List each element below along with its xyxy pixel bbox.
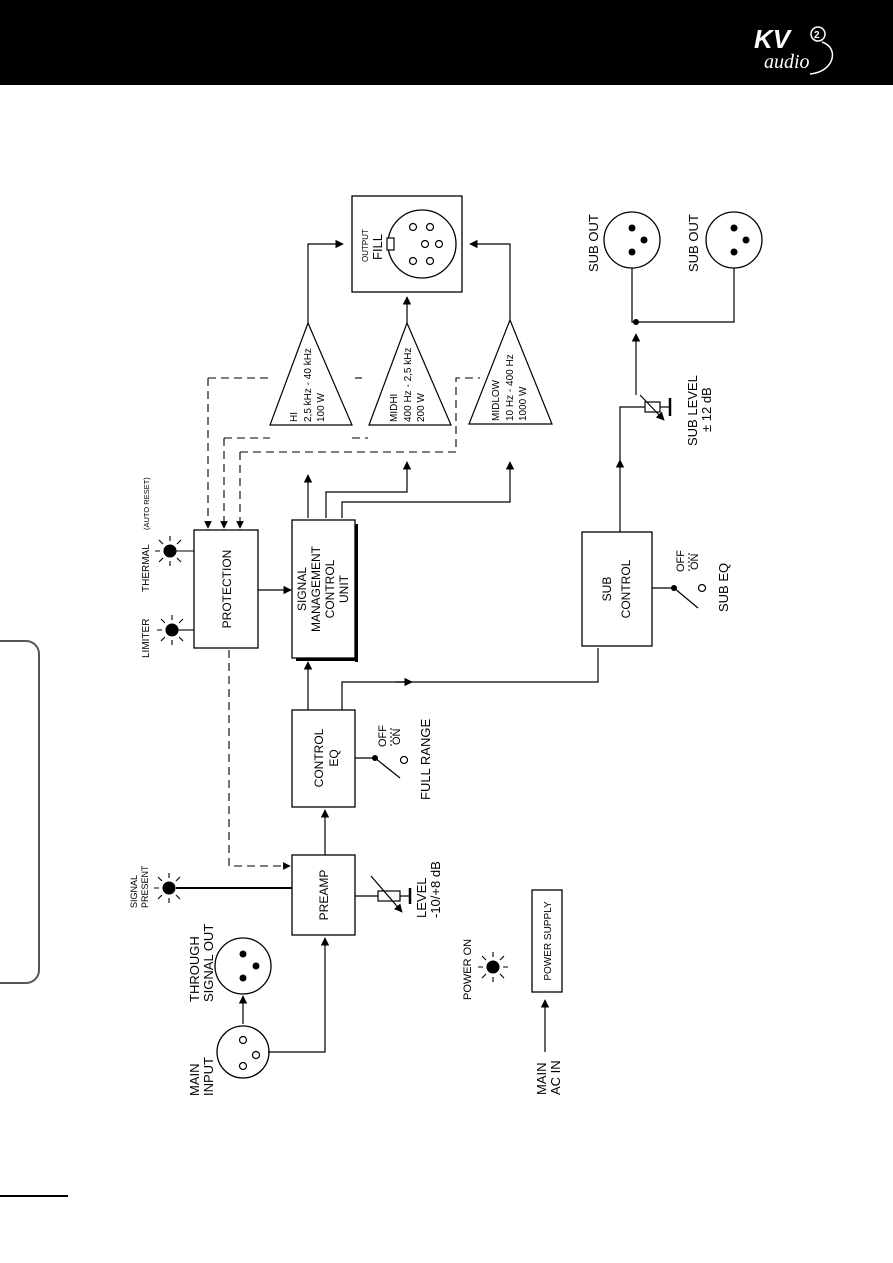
svg-text:MIDLOW: MIDLOW bbox=[491, 379, 502, 421]
kv2-audio-logo: KV 2 audio bbox=[754, 24, 834, 75]
svg-text:ON: ON bbox=[689, 553, 701, 570]
side-page-tab bbox=[0, 640, 40, 984]
preamp-block: PREAMP bbox=[291, 854, 356, 936]
svg-text:400 Hz - 2,5 kHz: 400 Hz - 2,5 kHz bbox=[403, 348, 414, 422]
svg-text:MAIN: MAIN bbox=[534, 1063, 549, 1096]
svg-text:SIGNAL OUT: SIGNAL OUT bbox=[201, 924, 216, 1002]
svg-text:POWER ON: POWER ON bbox=[462, 939, 474, 1000]
level-potentiometer bbox=[370, 875, 403, 913]
svg-text:POWER SUPPLY: POWER SUPPLY bbox=[543, 901, 554, 981]
svg-text:SUB LEVEL: SUB LEVEL bbox=[685, 375, 700, 446]
svg-text:MANAGEMENT: MANAGEMENT bbox=[309, 545, 323, 632]
svg-text:10 Hz - 400 Hz: 10 Hz - 400 Hz bbox=[505, 354, 516, 421]
connector-labels: MAIN INPUT THROUGH SIGNAL OUT SUB OUT SU… bbox=[187, 214, 701, 1096]
sub-out-connector-1 bbox=[603, 211, 661, 269]
svg-text:(AUTO RESET): (AUTO RESET) bbox=[142, 477, 151, 530]
svg-text:PRESENT: PRESENT bbox=[140, 865, 150, 908]
amp-midlow: MIDLOW 10 Hz - 400 Hz 1000 W bbox=[468, 318, 553, 425]
svg-text:CONTROL: CONTROL bbox=[312, 728, 326, 787]
indicator-labels: SIGNAL PRESENT LIMITER THERMAL (AUTO RES… bbox=[129, 477, 474, 1000]
sub-control-block: SUB CONTROL bbox=[581, 531, 653, 647]
through-signal-out-connector bbox=[214, 937, 272, 995]
amp-midhi: MIDHI 400 Hz - 2,5 kHz 200 W bbox=[368, 321, 452, 426]
svg-text:MAIN: MAIN bbox=[187, 1064, 202, 1097]
svg-text:SUB EQ: SUB EQ bbox=[716, 563, 731, 612]
svg-text:UNIT: UNIT bbox=[337, 574, 351, 603]
svg-text:100 W: 100 W bbox=[316, 393, 327, 422]
svg-text:audio: audio bbox=[764, 51, 810, 73]
svg-text:OFF: OFF bbox=[377, 725, 389, 747]
svg-text:ON: ON bbox=[391, 728, 403, 745]
svg-text:HI: HI bbox=[289, 412, 300, 422]
svg-text:1000 W: 1000 W bbox=[518, 386, 529, 421]
header-bar bbox=[0, 0, 893, 85]
protection-block: PROTECTION bbox=[193, 529, 259, 649]
svg-text:CONTROL: CONTROL bbox=[619, 559, 633, 618]
svg-text:CONTROL: CONTROL bbox=[323, 559, 337, 618]
svg-text:FULL RANGE: FULL RANGE bbox=[418, 719, 433, 800]
signal-wires bbox=[176, 239, 735, 1053]
control-eq-block: CONTROL EQ bbox=[291, 709, 356, 808]
limiter-led-icon bbox=[157, 615, 194, 645]
svg-text:200 W: 200 W bbox=[416, 393, 427, 422]
svg-text:PREAMP: PREAMP bbox=[317, 870, 331, 921]
svg-text:AC IN: AC IN bbox=[548, 1060, 563, 1095]
svg-text:± 12 dB: ± 12 dB bbox=[699, 387, 714, 432]
switch-contacts bbox=[372, 319, 707, 765]
svg-text:LIMITER: LIMITER bbox=[141, 619, 152, 658]
svg-text:SUB OUT: SUB OUT bbox=[686, 214, 701, 272]
amp-hi: HI 2,5 kHz - 40 kHz 100 W bbox=[269, 321, 353, 426]
switch-dash-marks bbox=[390, 553, 690, 748]
svg-text:OFF: OFF bbox=[675, 550, 687, 572]
svg-text:LEVEL: LEVEL bbox=[414, 878, 429, 918]
svg-text:INPUT: INPUT bbox=[201, 1057, 216, 1096]
svg-text:2,5 kHz - 40 kHz: 2,5 kHz - 40 kHz bbox=[303, 348, 314, 422]
footer-rule bbox=[0, 1195, 68, 1197]
smcu-block: SIGNAL MANAGEMENT CONTROL UNIT bbox=[291, 519, 358, 662]
output-fill-connector: OUTPUT FILL bbox=[351, 195, 463, 293]
svg-text:THROUGH: THROUGH bbox=[187, 936, 202, 1002]
svg-text:MIDHI: MIDHI bbox=[389, 394, 400, 422]
protection-paths bbox=[204, 377, 480, 870]
sub-level-potentiometer bbox=[639, 394, 665, 421]
signal-present-led-icon bbox=[154, 873, 181, 903]
svg-text:PROTECTION: PROTECTION bbox=[220, 550, 234, 629]
svg-text:THERMAL: THERMAL bbox=[141, 544, 152, 592]
svg-text:KV: KV bbox=[754, 24, 793, 54]
svg-text:FILL: FILL bbox=[370, 234, 385, 260]
sub-out-connector-2 bbox=[705, 211, 763, 269]
control-labels: LEVEL -10/+8 dB FULL RANGE OFF ON SUB LE… bbox=[377, 375, 731, 918]
svg-text:SUB OUT: SUB OUT bbox=[586, 214, 601, 272]
svg-text:OUTPUT: OUTPUT bbox=[361, 229, 370, 262]
power-supply-block: POWER SUPPLY bbox=[531, 889, 563, 993]
thermal-led-icon bbox=[155, 536, 194, 566]
svg-text:EQ: EQ bbox=[327, 749, 341, 766]
svg-text:SIGNAL: SIGNAL bbox=[295, 567, 309, 611]
svg-text:SIGNAL: SIGNAL bbox=[129, 875, 139, 908]
svg-text:2: 2 bbox=[814, 30, 820, 41]
power-on-led-icon bbox=[478, 952, 508, 982]
svg-text:-10/+8 dB: -10/+8 dB bbox=[428, 861, 443, 918]
main-input-connector bbox=[216, 1025, 270, 1079]
svg-text:SUB: SUB bbox=[600, 577, 614, 602]
